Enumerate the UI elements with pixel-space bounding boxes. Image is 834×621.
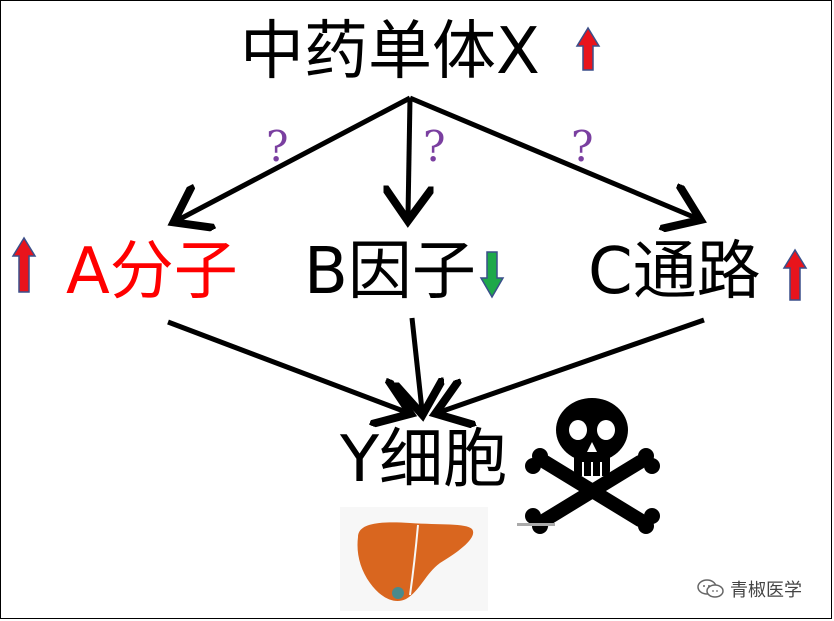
arrow-b-to-y xyxy=(412,317,422,410)
up-indicator-x-icon xyxy=(575,26,601,71)
node-c-label: C通路 xyxy=(588,235,761,309)
arrow-a-to-y xyxy=(167,319,406,412)
target-node-label: Y细胞 xyxy=(340,423,508,497)
skull-crossbones-icon xyxy=(525,398,660,534)
arrow-x-to-c xyxy=(409,95,696,218)
divider-line xyxy=(517,523,555,526)
node-b-label: B因子 xyxy=(304,235,476,309)
question-mark-a: ? xyxy=(266,122,289,171)
arrow-x-to-b xyxy=(408,97,410,216)
up-indicator-a-icon xyxy=(11,236,37,293)
wechat-icon xyxy=(697,579,724,598)
question-mark-b: ? xyxy=(423,122,446,171)
arrow-x-to-a xyxy=(178,95,412,220)
question-mark-c: ? xyxy=(571,122,594,171)
up-indicator-c-icon xyxy=(782,248,808,301)
top-node-label: 中药单体X xyxy=(240,15,540,89)
down-indicator-b-icon xyxy=(479,251,505,299)
liver-image xyxy=(340,507,488,611)
node-a-label: A分子 xyxy=(66,235,238,309)
liver-icon xyxy=(357,522,474,602)
arrow-c-to-y xyxy=(440,317,705,412)
watermark-text: 青椒医学 xyxy=(730,580,802,601)
